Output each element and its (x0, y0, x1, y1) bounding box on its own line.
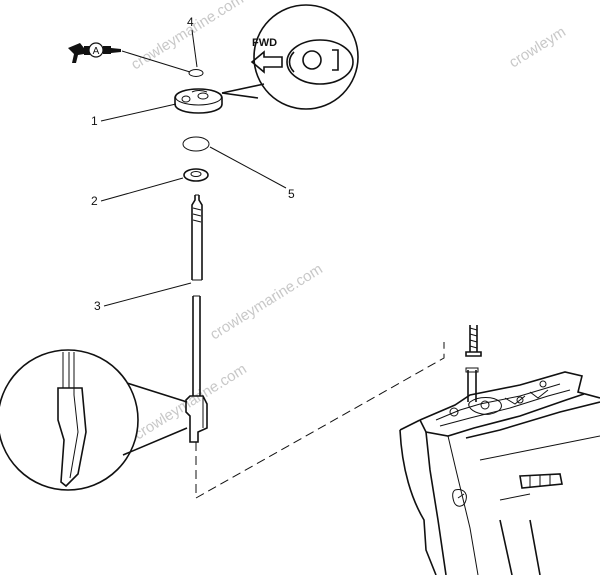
fwd-detail-bubble: FWD (221, 4, 359, 110)
lubricant-badge: A (93, 46, 100, 57)
install-path-dashed (195, 342, 445, 499)
part-5-o-ring (182, 136, 210, 152)
leader-applicator (121, 50, 191, 73)
leader-2 (100, 177, 184, 202)
watermark-top-right: crowleym (506, 23, 569, 71)
leader-5 (209, 146, 287, 189)
callout-1: 1 (91, 114, 98, 128)
callout-4: 4 (187, 15, 194, 29)
callout-3: 3 (94, 299, 101, 313)
part-2-seal (183, 168, 209, 182)
part-1-grommet (174, 88, 223, 114)
leader-4 (191, 29, 198, 68)
leader-3 (103, 282, 192, 307)
leader-1 (100, 103, 177, 122)
part-4-o-ring (188, 69, 204, 77)
rod-end-detail-bubble (0, 349, 188, 491)
lubricant-applicator-icon: A (68, 42, 121, 63)
fwd-arrow-icon (250, 50, 283, 74)
watermark-middle: crowleymarine.com (207, 261, 326, 344)
gearcase-housing (399, 325, 600, 576)
watermarks: crowleymarine.com crowleymarine.com crow… (128, 0, 569, 443)
callout-5: 5 (288, 187, 295, 201)
callout-2: 2 (91, 194, 98, 208)
part-3-shift-rod (185, 194, 208, 443)
fwd-label: FWD (252, 37, 277, 49)
watermark-top: crowleymarine.com (128, 0, 247, 73)
